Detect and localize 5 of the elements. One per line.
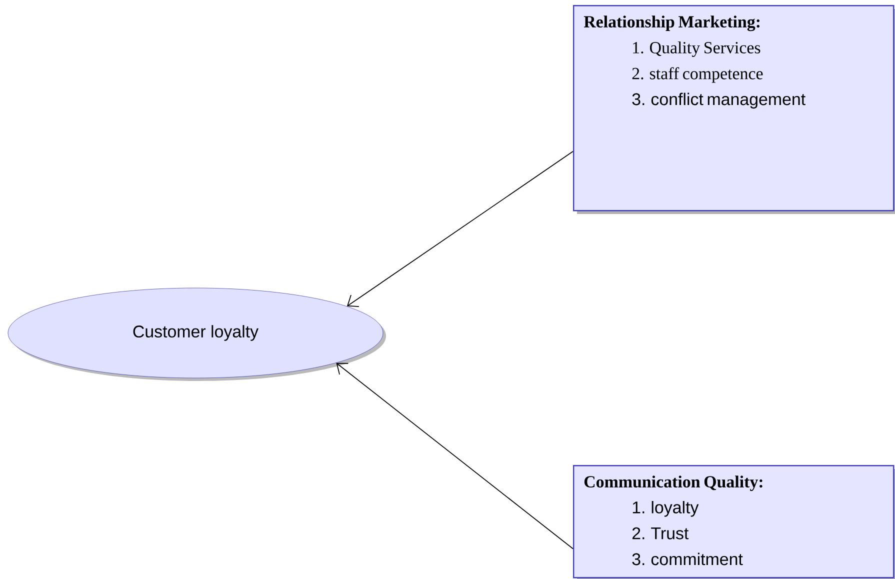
text-box: Communication Quality: 1. loyalty 2. Trust 3. commitment [573,465,895,579]
oval-node: Customer loyalty [8,288,386,381]
text-box: Relationship Marketing: 1. Quality Services 2. staff competence 3. conflict management [573,5,895,214]
arrow [336,362,574,550]
arrow [346,150,574,308]
